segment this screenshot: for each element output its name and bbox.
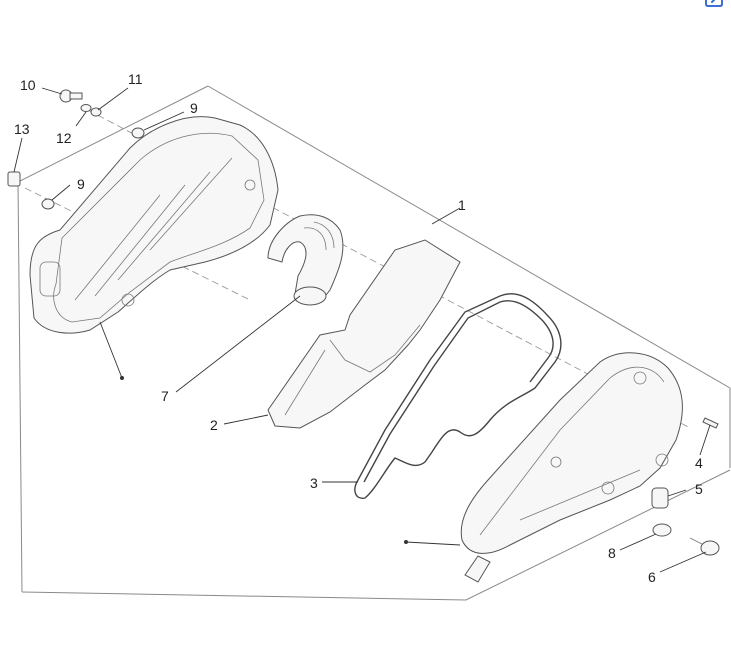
- callout-2: 2: [210, 417, 218, 433]
- outer-cover: [460, 352, 683, 583]
- callout-10: 10: [20, 77, 36, 93]
- callout-5: 5: [695, 481, 703, 497]
- filter-element: [267, 239, 461, 429]
- leader-lines: [13, 87, 711, 573]
- intake-duct: [267, 214, 344, 306]
- callout-13: 13: [14, 121, 30, 137]
- callout-6: 6: [648, 569, 656, 585]
- callout-9-lower: 9: [77, 176, 85, 192]
- expand-icon[interactable]: [700, 0, 728, 10]
- part-callouts: 1 2 3 4 5 6 7 8 9 9 10 11 12 13: [14, 71, 703, 585]
- callout-11: 11: [128, 71, 143, 87]
- callout-4: 4: [695, 455, 703, 471]
- callout-12: 12: [56, 130, 72, 146]
- inner-housing-half: [29, 116, 279, 334]
- callout-8: 8: [608, 545, 616, 561]
- hardware: [7, 89, 720, 556]
- callout-1: 1: [458, 197, 466, 213]
- callout-3: 3: [310, 475, 318, 491]
- gasket-seal: [354, 293, 562, 499]
- callout-7: 7: [161, 388, 169, 404]
- callout-9-upper: 9: [190, 100, 198, 116]
